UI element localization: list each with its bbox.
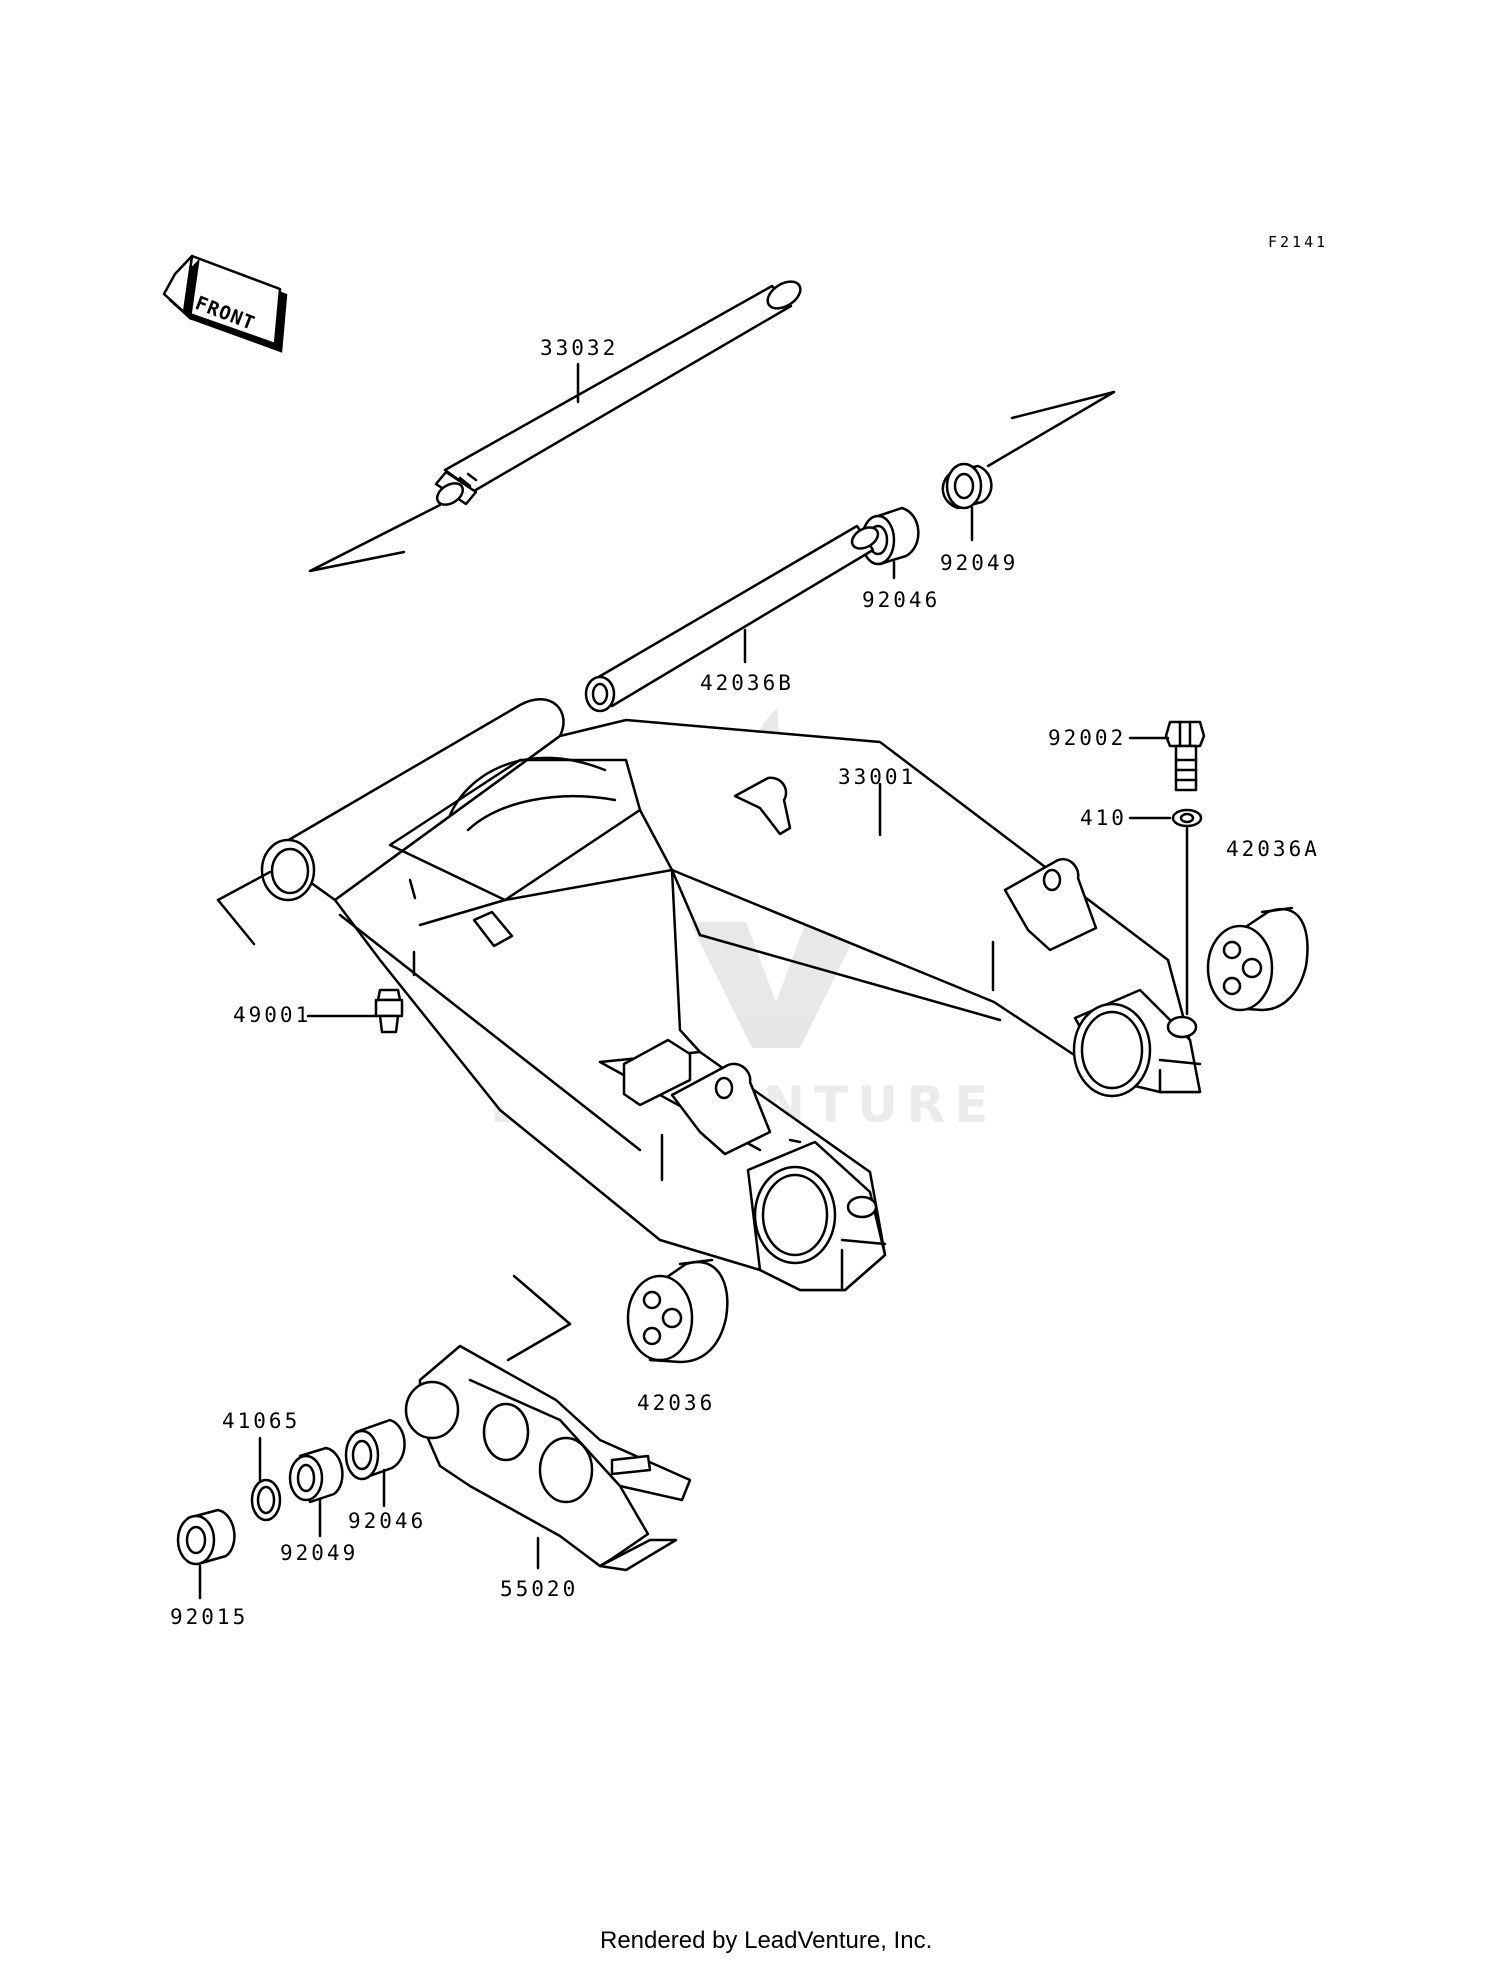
part-label: 41065 xyxy=(222,1409,300,1433)
ref-line xyxy=(308,503,442,573)
part-label: 55020 xyxy=(500,1577,578,1601)
part-label: 92046 xyxy=(862,588,940,612)
eccentric-right xyxy=(1206,906,1309,1012)
grease-fitting xyxy=(374,988,404,1034)
part-label: 92046 xyxy=(348,1509,426,1533)
eccentric-left xyxy=(626,1258,729,1364)
chain-guide xyxy=(404,1344,692,1572)
ref-line xyxy=(216,898,256,946)
ref-code: F2141 xyxy=(1268,233,1328,251)
washer-410 xyxy=(1171,808,1203,828)
part-label: 42036B xyxy=(700,671,794,695)
pivot-shaft xyxy=(434,280,802,506)
part-label: 92049 xyxy=(940,551,1018,575)
bolt-92002 xyxy=(1164,720,1206,792)
part-label: 92049 xyxy=(280,1541,358,1565)
ring-41065 xyxy=(250,1478,282,1522)
part-label: 49001 xyxy=(233,1003,311,1027)
part-label: 92002 xyxy=(1048,726,1126,750)
part-label: 33001 xyxy=(838,765,916,789)
part-label: 410 xyxy=(1080,806,1127,830)
ref-line xyxy=(506,1322,572,1362)
ref-line xyxy=(1010,390,1116,420)
front-arrow-icon: FRONT xyxy=(162,254,288,353)
ref-line xyxy=(216,870,272,902)
part-label: 92015 xyxy=(170,1605,248,1629)
collar-upper xyxy=(941,462,993,510)
ref-line xyxy=(308,550,406,573)
ref-line xyxy=(512,1274,572,1326)
swing-arm xyxy=(260,698,1202,1292)
ref-line xyxy=(986,390,1116,468)
collar-lower xyxy=(288,1446,344,1504)
part-label: 33032 xyxy=(540,336,618,360)
footer-credit: Rendered by LeadVenture, Inc. xyxy=(600,1927,932,1954)
collar-92015 xyxy=(176,1508,236,1566)
part-label: 42036A xyxy=(1226,837,1320,861)
needle-bearing-lower xyxy=(344,1418,406,1481)
sleeve-long xyxy=(584,524,880,713)
part-label: 42036 xyxy=(637,1391,715,1415)
